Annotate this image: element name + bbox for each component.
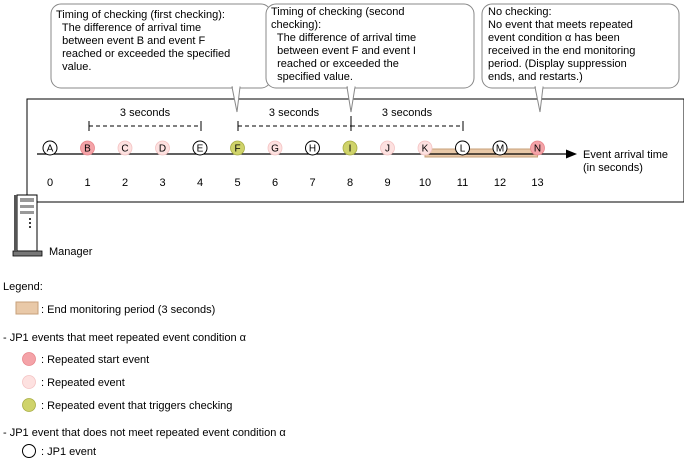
- tick-label-2: 2: [122, 177, 128, 189]
- callout-second-checking: Timing of checking (second checking): Th…: [265, 3, 475, 113]
- callout-first-line: reached or exceeded the specified: [56, 48, 230, 60]
- legend-start-event-text: : Repeated start event: [41, 354, 149, 366]
- event-m-label: M: [496, 144, 504, 155]
- callout-first-line: between event B and event F: [56, 35, 205, 47]
- interval-label-1: 3 seconds: [120, 107, 171, 119]
- tick-label-12: 12: [494, 177, 506, 189]
- callout-third-line: received in the end monitoring: [488, 45, 635, 57]
- legend-trigger-event-swatch: [22, 398, 36, 412]
- event-n-label: N: [534, 144, 541, 155]
- event-a-marker: [42, 140, 58, 156]
- event-i-label: I: [349, 144, 352, 155]
- legend-trigger-event-text: : Repeated event that triggers checking: [41, 400, 232, 412]
- event-b-label: B: [84, 144, 91, 155]
- legend-end-period-text: : End monitoring period (3 seconds): [41, 304, 215, 316]
- callout-no-checking-text: No checking: No event that meets repeate…: [488, 6, 638, 83]
- event-f-marker: [230, 140, 245, 156]
- event-h-label: H: [309, 144, 316, 155]
- tick-label-5: 5: [234, 177, 240, 189]
- callout-third-line: period. (Display suppression: [488, 58, 627, 70]
- tick-label-1: 1: [84, 177, 90, 189]
- event-g-label: G: [271, 144, 279, 155]
- event-j-marker: [380, 140, 395, 156]
- callout-second-line: specified value.: [271, 71, 353, 83]
- legend-repeated-event-text: : Repeated event: [41, 377, 125, 389]
- event-g-marker: [267, 140, 283, 156]
- callout-second-line: The difference of arrival time: [271, 32, 416, 44]
- event-d-label: D: [159, 144, 166, 155]
- tick-label-0: 0: [47, 177, 53, 189]
- interval-bracket-1: [88, 121, 202, 131]
- tick-label-7: 7: [309, 177, 315, 189]
- event-e-label: E: [197, 144, 204, 155]
- callout-third-line: No event that meets repeated: [488, 19, 633, 31]
- tick-label-13: 13: [531, 177, 543, 189]
- legend-jp1-event-text: : JP1 event: [41, 446, 96, 458]
- callout-first-line: The difference of arrival time: [56, 22, 201, 34]
- legend-start-event-swatch: [22, 352, 36, 366]
- event-c-marker: [117, 140, 133, 156]
- timeline-axis-arrowhead: [566, 149, 577, 159]
- callout-second-checking-text: Timing of checking (second checking): Th…: [271, 6, 419, 83]
- event-i-marker: [342, 140, 358, 156]
- event-c-label: C: [121, 144, 128, 155]
- legend-not-meet-heading: - JP1 event that does not meet repeated …: [3, 427, 286, 439]
- interval-label-3: 3 seconds: [382, 107, 433, 119]
- tick-label-9: 9: [384, 177, 390, 189]
- tick-label-3: 3: [159, 177, 165, 189]
- event-k-marker: [417, 140, 433, 156]
- callout-first-checking-text: Timing of checking (first checking): The…: [56, 9, 233, 73]
- callout-third-line: ends, and restarts.): [488, 71, 583, 83]
- event-e-marker: [192, 140, 208, 156]
- tick-label-10: 10: [419, 177, 431, 189]
- tick-label-4: 4: [197, 177, 203, 189]
- callout-second-line: Timing of checking (second: [271, 6, 405, 18]
- manager-label: Manager: [49, 246, 93, 258]
- axis-label: Event arrival time (in seconds): [583, 149, 671, 174]
- event-h-marker: [305, 140, 320, 156]
- event-k-label: K: [422, 144, 429, 155]
- callout-first-checking: Timing of checking (first checking): The…: [50, 3, 272, 113]
- callout-second-line: checking):: [271, 19, 321, 31]
- callout-third-line: event condition α has been: [488, 32, 620, 44]
- axis-label-line: Event arrival time: [583, 149, 668, 161]
- tick-label-6: 6: [272, 177, 278, 189]
- interval-label-2: 3 seconds: [269, 107, 320, 119]
- axis-label-line: (in seconds): [583, 162, 643, 174]
- event-l-marker: [455, 140, 470, 156]
- callout-second-line: reached or exceeded the: [271, 58, 399, 70]
- server-icon: [12, 194, 43, 257]
- event-m-marker: [492, 140, 508, 156]
- legend-title: Legend:: [3, 281, 43, 293]
- interval-bracket-3: [351, 121, 464, 131]
- callout-second-line: between event F and event I: [271, 45, 416, 57]
- callout-first-line: value.: [56, 61, 91, 73]
- event-b-marker: [80, 140, 95, 156]
- event-l-label: L: [460, 144, 466, 155]
- legend-end-period-swatch: [15, 301, 39, 315]
- legend-repeated-event-swatch: [22, 375, 36, 389]
- event-a-label: A: [47, 144, 54, 155]
- legend-meet-heading: - JP1 events that meet repeated event co…: [3, 332, 247, 344]
- event-j-label: J: [385, 144, 390, 155]
- event-markers: A B C D E F G H I J K L M N: [42, 140, 545, 156]
- event-d-marker: [155, 140, 170, 156]
- event-f-label: F: [234, 144, 240, 155]
- end-monitoring-period-band: [424, 148, 538, 158]
- tick-label-11: 11: [457, 177, 468, 189]
- interval-bracket-2: [237, 116, 352, 131]
- callout-no-checking: No checking: No event that meets repeate…: [481, 3, 680, 113]
- event-n-marker: [530, 140, 545, 156]
- legend-jp1-event-swatch: [22, 444, 36, 458]
- tick-label-8: 8: [347, 177, 353, 189]
- callout-third-line: No checking:: [488, 6, 552, 18]
- callout-first-line: Timing of checking (first checking):: [56, 9, 225, 21]
